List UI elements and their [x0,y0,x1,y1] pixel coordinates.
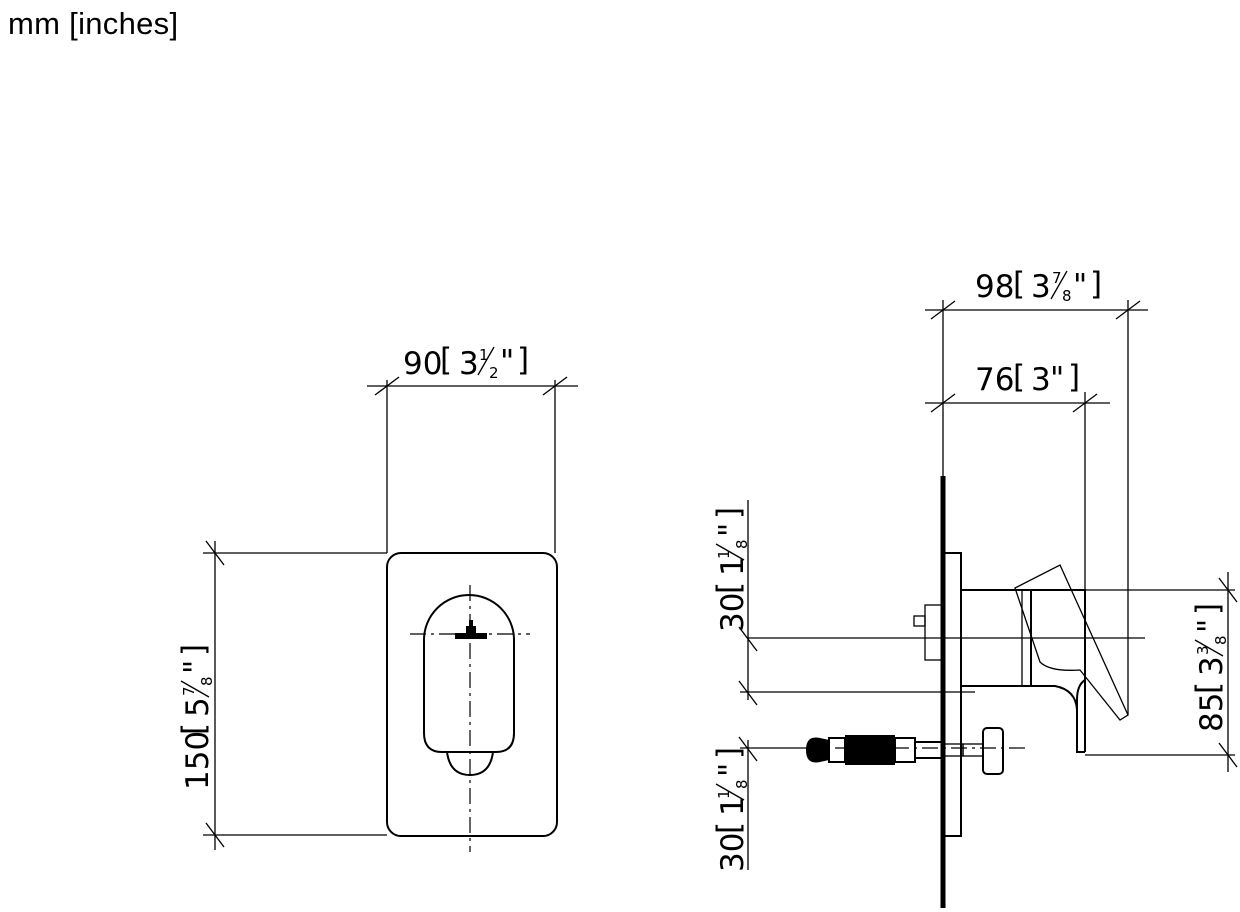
svg-text:1: 1 [715,549,733,559]
front-view: 90 [ 3 1 2 " ] 150 [ 5 7 8 " ] [176,342,578,852]
svg-text:3: 3 [1031,362,1051,398]
upper-offset-mm-label: 30 [715,593,751,632]
svg-text:": " [1192,619,1228,633]
svg-text:": " [178,660,214,674]
svg-text:7: 7 [1052,269,1062,287]
svg-text:]: ] [1190,603,1226,615]
svg-text:[: [ [1013,266,1025,302]
side-height-dimension: 85 [ 3 3 8 " ] [1085,572,1238,772]
width-dimension: 90 [ 3 1 2 " ] [367,342,578,553]
svg-text:]: ] [1090,266,1102,302]
lower-offset-mm-label: 30 [715,833,751,872]
handle-depth-mm-label: 76 [975,362,1014,398]
svg-text:5: 5 [180,697,216,717]
svg-text:[: [ [176,723,212,735]
svg-text:3: 3 [1031,269,1051,305]
svg-text:7: 7 [180,686,198,696]
svg-text:]: ] [711,507,747,519]
upper-offset-dimension: 30 [ 1 1 8 " ] [711,500,758,706]
width-mm-label: 90 [403,346,442,382]
svg-text:2: 2 [489,364,499,382]
svg-text:": " [500,344,514,380]
svg-text:": " [1050,361,1064,397]
height-mm-label: 150 [180,731,216,790]
svg-text:[: [ [711,582,747,594]
svg-text:3: 3 [1194,645,1212,655]
svg-text:[: [ [711,822,747,834]
svg-text:[: [ [1013,359,1025,395]
side-cover-plate [942,552,962,837]
lower-offset-dimension: 30 [ 1 1 8 " ] [711,736,758,872]
svg-text:[: [ [1190,682,1226,694]
svg-text:[: [ [440,342,452,378]
side-view: 98 [ 3 7 8 " ] 76 [ 3 " ] 30 [711,266,1238,908]
svg-text:8: 8 [1062,287,1072,305]
brand-logo-mark [455,620,487,639]
handle-body [1031,589,1086,753]
svg-text:": " [1073,268,1087,304]
svg-text:]: ] [176,644,212,656]
overall-depth-mm-label: 98 [975,269,1014,305]
height-dimension: 150 [ 5 7 8 " ] [176,540,387,850]
lever-tilted [1014,564,1129,721]
svg-text:3: 3 [1194,656,1230,676]
svg-text:8: 8 [1212,635,1230,645]
svg-text:": " [713,763,749,777]
rear-nub [924,604,944,661]
valve-knob [982,727,1004,775]
side-height-mm-label: 85 [1194,693,1230,732]
svg-text:8: 8 [198,676,216,686]
overall-depth-dimension: 98 [ 3 7 8 " ] [925,266,1148,715]
lever-outline [423,594,515,753]
svg-text:": " [713,523,749,537]
cartridge-assembly [806,727,1025,775]
cover-plate [386,552,558,837]
svg-text:1: 1 [715,556,751,576]
units-label: mm [inches] [8,6,179,41]
svg-text:1: 1 [715,796,751,816]
svg-text:1: 1 [715,789,733,799]
svg-text:3: 3 [459,346,479,382]
svg-text:1: 1 [479,346,489,364]
svg-text:8: 8 [733,539,751,549]
handle-depth-dimension: 76 [ 3 " ] [925,359,1110,590]
svg-text:]: ] [711,747,747,759]
svg-text:]: ] [517,342,529,378]
svg-text:8: 8 [733,779,751,789]
svg-text:]: ] [1068,359,1080,395]
